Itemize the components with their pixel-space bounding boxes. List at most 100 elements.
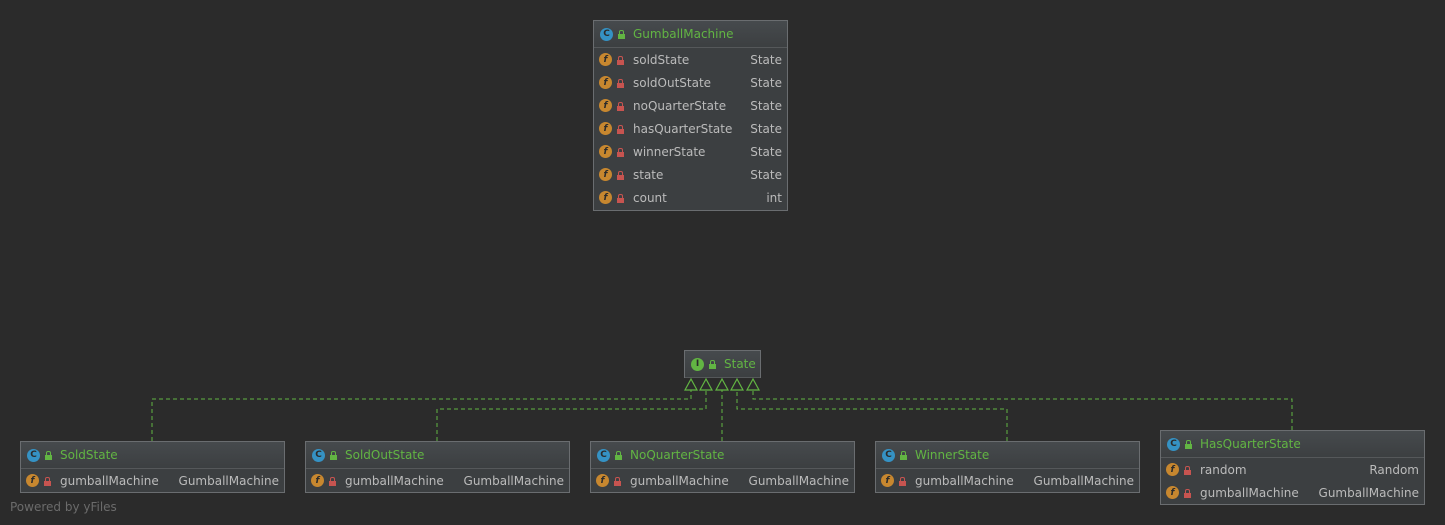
field-type: GumballMachine (178, 473, 279, 488)
class-node-gumballmachine[interactable]: C GumballMachine f soldState State f sol… (593, 20, 788, 211)
field-type: State (750, 121, 782, 136)
field-icon: f (26, 474, 39, 487)
interface-header: I State (685, 351, 760, 378)
field-name: random (1200, 462, 1247, 477)
private-lock-icon (616, 124, 625, 134)
field-name: noQuarterState (633, 98, 727, 113)
field-row[interactable]: f gumballMachine GumballMachine (306, 469, 569, 492)
field-name: gumballMachine (60, 473, 159, 488)
field-icon: f (1166, 463, 1179, 476)
realization-arrowhead (698, 377, 714, 391)
public-visibility-icon (329, 450, 338, 460)
field-icon: f (599, 122, 612, 135)
private-lock-icon (1183, 465, 1192, 475)
private-lock-icon (616, 78, 625, 88)
interface-title: State (724, 357, 756, 371)
private-lock-icon (616, 55, 625, 65)
class-header: C HasQuarterState (1161, 431, 1424, 458)
field-icon: f (596, 474, 609, 487)
class-title: WinnerState (915, 448, 990, 462)
field-row[interactable]: f gumballMachine GumballMachine (1161, 481, 1424, 504)
class-icon: C (1167, 437, 1180, 451)
field-type: GumballMachine (463, 473, 564, 488)
field-icon: f (1166, 486, 1179, 499)
field-row[interactable]: f gumballMachine GumballMachine (591, 469, 854, 492)
realization-arrowhead (683, 377, 699, 391)
field-row[interactable]: f soldState State (594, 48, 787, 71)
field-row[interactable]: f state State (594, 163, 787, 186)
watermark-text: Powered by yFiles (10, 500, 117, 514)
field-type: GumballMachine (748, 473, 849, 488)
private-lock-icon (613, 476, 622, 486)
realization-edge-winnerstate (736, 390, 1008, 441)
field-row[interactable]: f hasQuarterState State (594, 117, 787, 140)
field-row[interactable]: f soldOutState State (594, 71, 787, 94)
field-icon: f (599, 168, 612, 181)
public-visibility-icon (617, 29, 626, 39)
class-title: NoQuarterState (630, 448, 725, 462)
class-header: C GumballMachine (594, 21, 787, 48)
class-header: C SoldState (21, 442, 284, 469)
field-row[interactable]: f noQuarterState State (594, 94, 787, 117)
field-name: gumballMachine (630, 473, 729, 488)
private-lock-icon (43, 476, 52, 486)
realization-edge-hasquarterstate (752, 390, 1293, 430)
field-icon: f (599, 53, 612, 66)
field-type: State (750, 167, 782, 182)
public-visibility-icon (899, 450, 908, 460)
private-lock-icon (1183, 488, 1192, 498)
field-type: State (750, 52, 782, 67)
field-row[interactable]: f gumballMachine GumballMachine (21, 469, 284, 492)
class-icon: C (312, 448, 325, 462)
field-icon: f (881, 474, 894, 487)
class-title: SoldOutState (345, 448, 425, 462)
field-name: gumballMachine (345, 473, 444, 488)
class-header: C WinnerState (876, 442, 1139, 469)
field-icon: f (311, 474, 324, 487)
private-lock-icon (616, 170, 625, 180)
field-name: hasQuarterState (633, 121, 733, 136)
class-node-winnerstate[interactable]: C WinnerState f gumballMachine GumballMa… (875, 441, 1140, 493)
public-visibility-icon (614, 450, 623, 460)
public-visibility-icon (708, 359, 717, 369)
realization-arrowhead (745, 377, 761, 391)
field-type: int (766, 190, 782, 205)
field-icon: f (599, 191, 612, 204)
public-visibility-icon (1184, 439, 1193, 449)
class-icon: C (597, 448, 610, 462)
field-type: GumballMachine (1033, 473, 1134, 488)
private-lock-icon (616, 193, 625, 203)
field-row[interactable]: f count int (594, 186, 787, 209)
realization-arrowhead (729, 377, 745, 391)
field-name: soldState (633, 52, 690, 67)
field-name: gumballMachine (1200, 485, 1299, 500)
field-type: State (750, 75, 782, 90)
class-node-noquarterstate[interactable]: C NoQuarterState f gumballMachine Gumbal… (590, 441, 855, 493)
class-icon: C (882, 448, 895, 462)
field-type: State (750, 144, 782, 159)
field-type: State (750, 98, 782, 113)
class-node-soldstate[interactable]: C SoldState f gumballMachine GumballMach… (20, 441, 285, 493)
field-icon: f (599, 99, 612, 112)
field-name: count (633, 190, 667, 205)
field-row[interactable]: f winnerState State (594, 140, 787, 163)
private-lock-icon (328, 476, 337, 486)
private-lock-icon (616, 147, 625, 157)
class-icon: C (600, 27, 613, 41)
class-title: HasQuarterState (1200, 437, 1301, 451)
private-lock-icon (616, 101, 625, 111)
class-node-soldoutstate[interactable]: C SoldOutState f gumballMachine GumballM… (305, 441, 570, 493)
field-type: GumballMachine (1318, 485, 1419, 500)
interface-node-state[interactable]: I State (684, 350, 761, 378)
field-icon: f (599, 145, 612, 158)
class-header: C NoQuarterState (591, 442, 854, 469)
field-row[interactable]: f random Random (1161, 458, 1424, 481)
field-row[interactable]: f gumballMachine GumballMachine (876, 469, 1139, 492)
field-name: gumballMachine (915, 473, 1014, 488)
class-title: SoldState (60, 448, 118, 462)
public-visibility-icon (44, 450, 53, 460)
realization-edge-soldoutstate (436, 390, 707, 441)
field-name: soldOutState (633, 75, 712, 90)
class-node-hasquarterstate[interactable]: C HasQuarterState f random Random f gumb… (1160, 430, 1425, 505)
field-icon: f (599, 76, 612, 89)
